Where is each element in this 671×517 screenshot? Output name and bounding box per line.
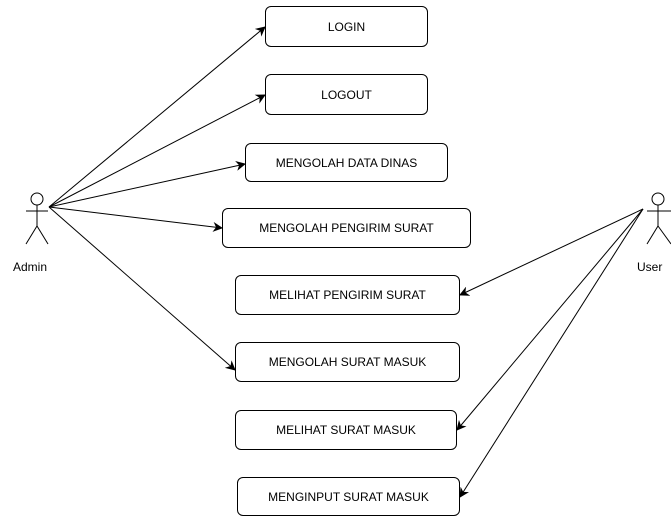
user-actor-icon[interactable] bbox=[644, 192, 671, 248]
usecase-login[interactable]: LOGIN bbox=[265, 6, 428, 47]
usecase-mengolah-data-dinas[interactable]: MENGOLAH DATA DINAS bbox=[245, 143, 448, 182]
admin-actor-label: Admin bbox=[13, 260, 48, 274]
association-user-to-melihat-surat-masuk bbox=[456, 208, 644, 431]
association-user-to-melihat-pengirim-surat bbox=[459, 208, 644, 296]
usecase-menginput-surat-masuk[interactable]: MENGINPUT SURAT MASUK bbox=[237, 477, 460, 516]
association-admin-to-mengolah-data-dinas bbox=[48, 161, 246, 208]
usecase-logout[interactable]: LOGOUT bbox=[265, 74, 428, 115]
usecase-melihat-pengirim-surat[interactable]: MELIHAT PENGIRIM SURAT bbox=[235, 275, 460, 315]
association-admin-to-logout bbox=[48, 94, 266, 208]
association-admin-to-mengolah-surat-masuk bbox=[48, 206, 236, 371]
usecase-mengolah-surat-masuk[interactable]: MENGOLAH SURAT MASUK bbox=[235, 342, 460, 382]
usecase-melihat-surat-masuk[interactable]: MELIHAT SURAT MASUK bbox=[235, 410, 457, 450]
usecase-mengolah-pengirim-surat[interactable]: MENGOLAH PENGIRIM SURAT bbox=[222, 208, 471, 248]
association-admin-to-login bbox=[48, 26, 266, 208]
user-actor-label: User bbox=[637, 260, 663, 274]
association-user-to-menginput-surat-masuk bbox=[459, 208, 644, 498]
association-admin-to-mengolah-pengirim-surat bbox=[48, 206, 223, 232]
admin-actor-icon[interactable] bbox=[24, 192, 50, 248]
